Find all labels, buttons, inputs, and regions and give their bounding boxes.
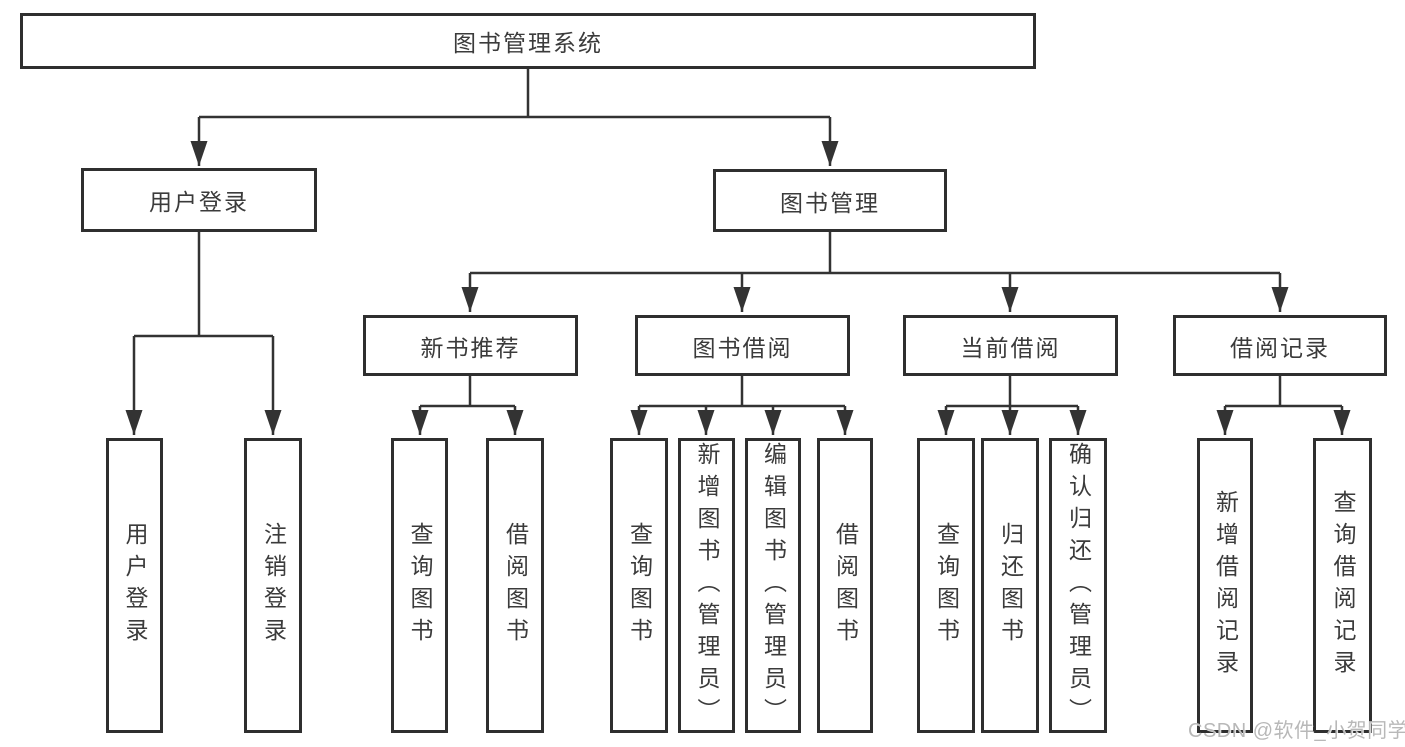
- node-leaf-nb-borrow-book: 借阅图书: [486, 438, 544, 733]
- node-leaf-cb-return-book: 归还图书: [981, 438, 1039, 733]
- connector-root: [190, 69, 839, 166]
- node-book-mgmt: 图书管理: [713, 169, 947, 232]
- node-leaf-bb-query-book-label: 查询图书: [626, 521, 653, 650]
- node-user-login-label: 用户登录: [149, 189, 249, 215]
- node-leaf-bb-add-book: 新增图书（管理员）: [678, 438, 735, 733]
- node-leaf-nb-query-book-label: 查询图书: [407, 521, 433, 650]
- node-leaf-cb-query-book: 查询图书: [917, 438, 975, 733]
- node-leaf-bb-borrow-book-label: 借阅图书: [832, 521, 859, 650]
- node-root: 图书管理系统: [20, 13, 1036, 69]
- connector-new-book-rec: [411, 376, 524, 435]
- connector-user-login: [125, 232, 282, 435]
- node-leaf-br-add-record-label: 新增借阅记录: [1212, 489, 1239, 682]
- node-leaf-nb-borrow-book-label: 借阅图书: [502, 521, 529, 650]
- node-leaf-bb-edit-book: 编辑图书（管理员）: [745, 438, 801, 733]
- node-current-borrow: 当前借阅: [903, 315, 1118, 376]
- csdn-watermark: CSDN @软件_小贺同学: [1188, 720, 1405, 742]
- node-current-borrow-label: 当前借阅: [960, 334, 1061, 361]
- node-new-book-rec-label: 新书推荐: [420, 334, 521, 361]
- node-leaf-cb-confirm-return-label: 确认归还（管理员）: [1065, 441, 1092, 730]
- connector-current-borrow: [937, 376, 1087, 435]
- node-leaf-logout: 注销登录: [244, 438, 302, 733]
- node-leaf-bb-add-book-label: 新增图书（管理员）: [694, 441, 720, 730]
- node-leaf-bb-query-book: 查询图书: [610, 438, 668, 733]
- node-root-label: 图书管理系统: [453, 30, 603, 56]
- node-leaf-nb-query-book: 查询图书: [391, 438, 448, 733]
- node-leaf-bb-borrow-book: 借阅图书: [817, 438, 873, 733]
- node-leaf-cb-confirm-return: 确认归还（管理员）: [1049, 438, 1107, 733]
- node-user-login: 用户登录: [81, 168, 317, 232]
- connector-book-mgmt: [461, 232, 1289, 312]
- node-new-book-rec: 新书推荐: [363, 315, 578, 376]
- connector-book-borrow: [630, 376, 854, 435]
- node-leaf-br-query-record: 查询借阅记录: [1313, 438, 1372, 733]
- node-leaf-cb-query-book-label: 查询图书: [933, 521, 960, 650]
- node-leaf-logout-label: 注销登录: [260, 521, 287, 650]
- node-borrow-records-label: 借阅记录: [1230, 334, 1330, 361]
- node-book-mgmt-label: 图书管理: [780, 189, 880, 216]
- node-leaf-user-login: 用户登录: [106, 438, 163, 733]
- node-leaf-bb-edit-book-label: 编辑图书（管理员）: [760, 441, 787, 730]
- node-leaf-br-add-record: 新增借阅记录: [1197, 438, 1253, 733]
- node-book-borrow: 图书借阅: [635, 315, 850, 376]
- node-borrow-records: 借阅记录: [1173, 315, 1387, 376]
- node-leaf-br-query-record-label: 查询借阅记录: [1330, 489, 1356, 682]
- node-leaf-user-login-label: 用户登录: [122, 521, 148, 650]
- node-leaf-cb-return-book-label: 归还图书: [997, 521, 1024, 650]
- node-book-borrow-label: 图书借阅: [692, 334, 793, 361]
- connector-borrow-records: [1216, 376, 1351, 435]
